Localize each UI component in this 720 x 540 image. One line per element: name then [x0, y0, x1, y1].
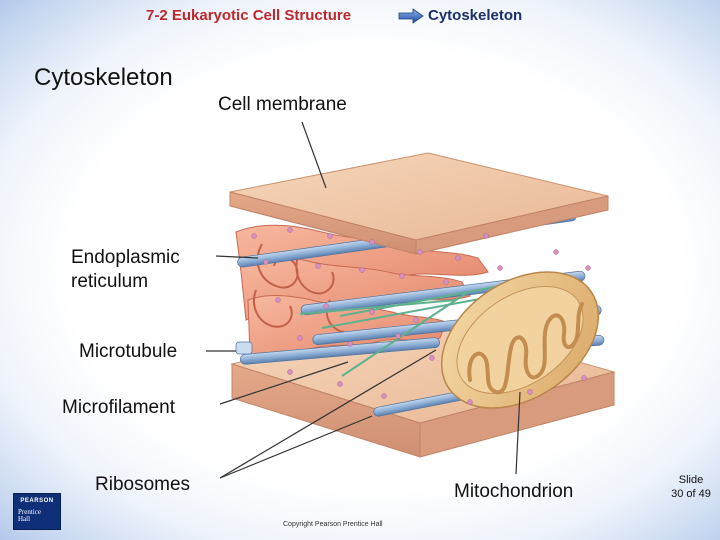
top-membrane: [229, 152, 609, 255]
slide-counter-line1: Slide: [678, 474, 704, 486]
header-topic: Cytoskeleton: [428, 7, 523, 24]
label-mitochondrion: Mitochondrion: [454, 481, 574, 502]
leader-lines: [206, 121, 521, 479]
label-ribosomes: Ribosomes: [95, 474, 191, 495]
logo-brand: PEARSON: [20, 498, 54, 504]
slide-title: Cytoskeleton: [34, 64, 173, 91]
arrow-right-icon: [398, 8, 424, 24]
slide-counter-line2: 30 of 49: [671, 488, 711, 500]
logo-line1: Prentice: [18, 508, 41, 516]
logo-line2: Hall: [18, 515, 31, 523]
label-er-line1: Endoplasmic: [71, 247, 180, 268]
microfilaments: [299, 285, 501, 377]
mitochondrion: [440, 271, 600, 409]
label-cell-membrane: Cell membrane: [218, 94, 347, 115]
label-microtubule: Microtubule: [79, 341, 178, 362]
label-er-line2: reticulum: [71, 271, 149, 292]
label-endoplasmic-reticulum: Endoplasmic reticulum: [71, 246, 180, 294]
slide-counter: Slide 30 of 49: [662, 473, 720, 501]
ribosomes: [251, 227, 591, 405]
logo-imprint: Prentice Hall: [18, 509, 41, 523]
header-section-link[interactable]: 7-2 Eukaryotic Cell Structure: [146, 7, 352, 24]
publisher-logo[interactable]: PEARSON Prentice Hall: [13, 493, 61, 530]
label-microfilament: Microfilament: [62, 397, 175, 418]
header-bar: 7-2 Eukaryotic Cell Structure Cytoskelet…: [0, 0, 720, 32]
endoplasmic-reticulum: [235, 224, 489, 357]
copyright-notice: Copyright Pearson Prentice Hall: [283, 521, 383, 528]
